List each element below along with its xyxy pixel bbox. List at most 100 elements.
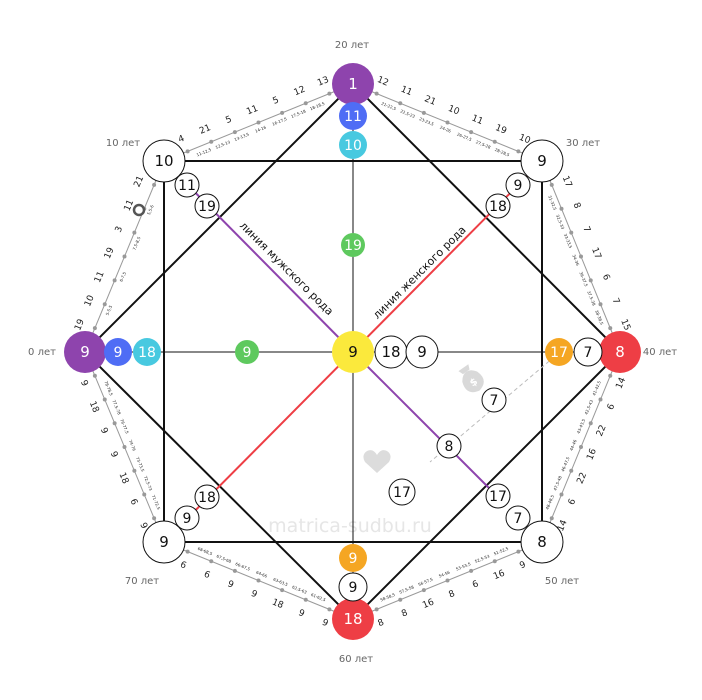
edge-micro-label: 47,5-48 bbox=[552, 475, 563, 492]
edge-micro-label: 14-16 bbox=[254, 124, 267, 133]
edge-tick-label: 11 bbox=[470, 114, 484, 128]
edge-tick-label: 14 bbox=[556, 518, 570, 533]
edge-micro-label: 28-28,5 bbox=[494, 147, 511, 158]
age-label-40: 40 лет bbox=[643, 347, 677, 358]
edge-tick-label: 18 bbox=[87, 400, 101, 415]
edge-dot bbox=[516, 149, 521, 154]
edge-micro-label: 26-27,5 bbox=[456, 132, 473, 143]
svg-text:7: 7 bbox=[490, 393, 499, 409]
node-money-a: 7 bbox=[481, 387, 507, 413]
edge-tick-label: 6 bbox=[567, 497, 579, 506]
edge-tick-label: 9 bbox=[320, 618, 329, 630]
edge-dot bbox=[132, 230, 137, 235]
edge-micro-label: 48-48,5 bbox=[544, 494, 555, 511]
node-br: 8 bbox=[520, 520, 564, 564]
svg-text:17: 17 bbox=[393, 485, 411, 501]
edge-tick-label: 6 bbox=[127, 498, 139, 507]
edge-dot bbox=[232, 130, 237, 135]
svg-text:17: 17 bbox=[489, 489, 507, 505]
watermark: matrica-sudbu.ru bbox=[268, 515, 432, 537]
edge-tick-label: 12 bbox=[375, 75, 389, 89]
edge-micro-label: 11-12,5 bbox=[196, 147, 213, 158]
edge-micro-label: 37,5-38 bbox=[586, 290, 597, 307]
edge-tick-label: 21 bbox=[423, 94, 437, 108]
edge-dot bbox=[122, 254, 127, 259]
edge-tick-label: 6 bbox=[471, 579, 480, 591]
edge-dot bbox=[92, 373, 97, 378]
edge-micro-label: 73-73,5 bbox=[135, 456, 146, 473]
svg-text:18: 18 bbox=[489, 199, 507, 215]
edge-dot bbox=[516, 549, 521, 554]
edge-micro-label: 51-52,5 bbox=[493, 546, 510, 557]
node-tl-b: 11 bbox=[174, 172, 200, 198]
edge-tick-label: 3 bbox=[114, 225, 125, 234]
heart-icon bbox=[363, 450, 391, 473]
edge-tick-label: 8 bbox=[448, 589, 457, 601]
edge-tick-label: 8 bbox=[571, 201, 583, 210]
svg-text:1: 1 bbox=[348, 75, 358, 93]
edge-micro-label: 77,5-78 bbox=[111, 399, 122, 416]
edge-micro-label: 5-5,5 bbox=[105, 304, 114, 316]
edge-micro-label: 21-22,5 bbox=[381, 101, 398, 112]
svg-text:9: 9 bbox=[537, 152, 547, 170]
svg-text:9: 9 bbox=[114, 345, 123, 361]
svg-text:10: 10 bbox=[154, 152, 173, 170]
edge-dot bbox=[569, 468, 574, 473]
edge-dot bbox=[280, 110, 285, 115]
edge-micro-label: 72,5-73 bbox=[143, 475, 154, 492]
svg-text:7: 7 bbox=[514, 511, 523, 527]
edge-tick-label: 18 bbox=[270, 597, 285, 611]
age-label-30: 30 лет bbox=[566, 138, 600, 149]
edge-tick-label: 5 bbox=[272, 95, 281, 106]
edge-tick-label: 11 bbox=[245, 104, 259, 118]
edge-dot bbox=[588, 278, 593, 283]
edge-micro-label: 5,5-6 bbox=[146, 204, 155, 216]
node-bottom-c: 9 bbox=[339, 544, 367, 572]
edge-tick-label: 17 bbox=[560, 175, 574, 189]
female-lineage-label: линия женского рода bbox=[370, 223, 468, 321]
svg-text:18: 18 bbox=[138, 345, 156, 361]
edge-tick-label: 15 bbox=[618, 318, 632, 332]
svg-text:10: 10 bbox=[344, 138, 362, 154]
edge-micro-label: 24-26 bbox=[439, 125, 452, 134]
edge-micro-label: 58-58,5 bbox=[380, 592, 397, 603]
edge-tick-label: 21 bbox=[198, 123, 212, 137]
edge-dot bbox=[303, 597, 308, 602]
edge-tick-label: 19 bbox=[73, 318, 87, 333]
svg-text:9: 9 bbox=[349, 551, 358, 567]
edge-dot bbox=[374, 91, 379, 96]
svg-text:7: 7 bbox=[584, 345, 593, 361]
edge-dot bbox=[327, 91, 332, 96]
svg-text:19: 19 bbox=[344, 238, 362, 254]
edge-tick-label: 9 bbox=[518, 560, 527, 572]
edge-dot bbox=[579, 445, 583, 449]
edge-tick-label: 9 bbox=[226, 579, 235, 591]
edge-dot bbox=[122, 445, 127, 449]
male-lineage-label: линия мужского рода bbox=[237, 219, 336, 318]
edge-dot bbox=[559, 206, 564, 211]
edge-dot bbox=[209, 559, 214, 564]
svg-text:9: 9 bbox=[348, 343, 358, 361]
edge-micro-label: 33-33,5 bbox=[563, 233, 574, 250]
edge-dot bbox=[569, 230, 574, 235]
node-tr: 9 bbox=[520, 139, 564, 183]
svg-text:17: 17 bbox=[550, 345, 568, 361]
edge-micro-label: 56-57,5 bbox=[417, 576, 434, 587]
edge-tick-label: 12 bbox=[293, 85, 307, 99]
edge-micro-label: 62,5-63 bbox=[291, 584, 308, 595]
edge-tick-label: 16 bbox=[585, 447, 599, 462]
edge-micro-label: 67,5-68 bbox=[216, 553, 233, 564]
edge-micro-label: 68-68,5 bbox=[197, 546, 214, 557]
edge-tick-label: 6 bbox=[202, 570, 211, 582]
edge-dot bbox=[152, 516, 157, 521]
edge-dot bbox=[256, 120, 261, 125]
edge-micro-label: 13-13,5 bbox=[234, 131, 251, 142]
node-bl-b: 9 bbox=[174, 505, 200, 531]
edge-micro-label: 32,5-33 bbox=[555, 214, 566, 231]
svg-text:19: 19 bbox=[198, 199, 216, 215]
edge-dot bbox=[421, 110, 426, 115]
node-left-d: 9 bbox=[235, 340, 259, 364]
node-tl: 10 bbox=[142, 139, 186, 183]
edge-tick-label: 19 bbox=[103, 246, 117, 261]
edge-dot bbox=[598, 397, 603, 402]
